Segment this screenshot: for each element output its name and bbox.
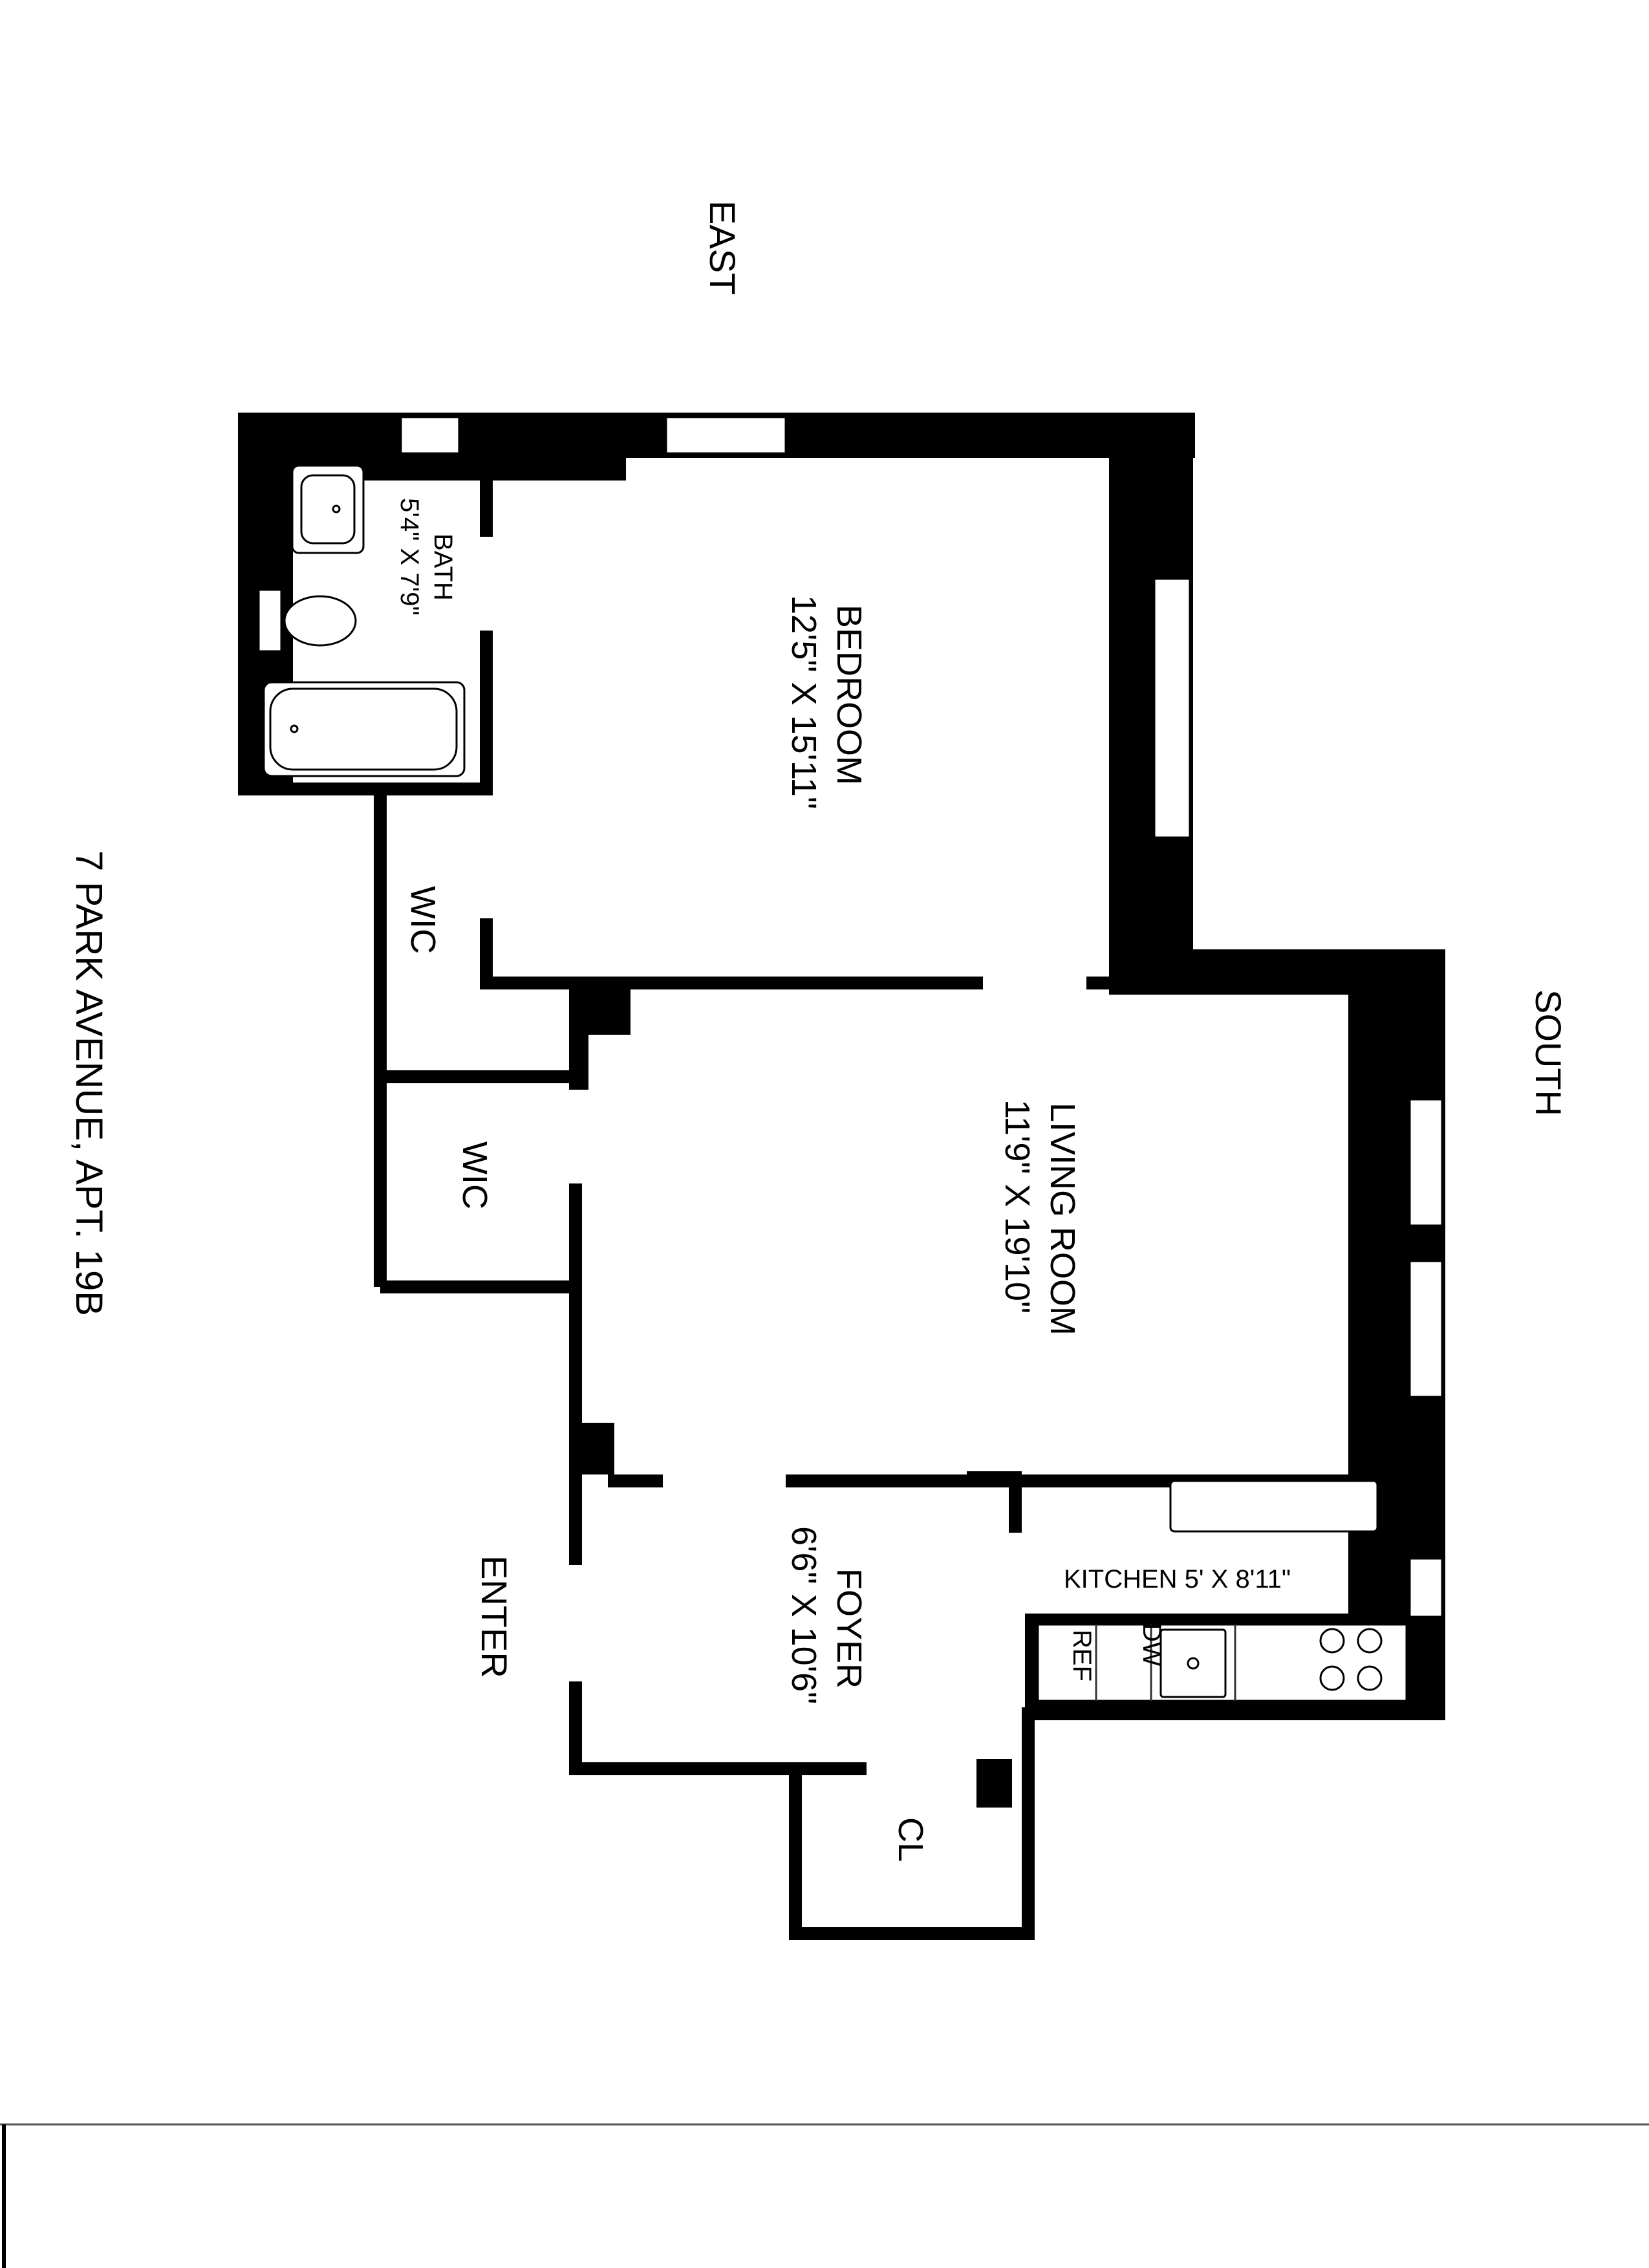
refrigerator-label: REF [1068,1630,1096,1681]
bedroom-name: BEDROOM [830,605,868,785]
address-title: 7 PARK AVENUE, APT. 19B [68,850,110,1316]
interior-walls [238,466,1410,1940]
foyer-name: FOYER [830,1568,868,1689]
label-enter: ENTER [474,1555,515,1678]
bath-dims: 5'4" X 7'9" [395,498,424,616]
windows [400,416,1443,1618]
kitchen-label: KITCHEN 5' X 8'11" [1064,1565,1291,1593]
bedroom-dims: 12'5" X 15'11" [784,595,823,809]
foyer-dims: 6'6" X 10'6" [784,1526,823,1704]
bath-name: BATH [429,534,457,601]
dishwasher-label: DW [1137,1623,1166,1667]
wic-2-label: WIC [455,1141,494,1209]
closet-label: CL [891,1817,930,1862]
label-east: EAST [702,200,743,295]
living-room-name: LIVING ROOM [1043,1103,1082,1335]
columns [293,458,1445,1808]
label-south: SOUTH [1528,989,1569,1116]
bath-fixtures [257,464,466,777]
living-room-dims: 11'9" X 19'10" [998,1099,1037,1313]
wic-1-label: WIC [404,886,442,954]
kitchen-fixtures [1037,1480,1408,1702]
